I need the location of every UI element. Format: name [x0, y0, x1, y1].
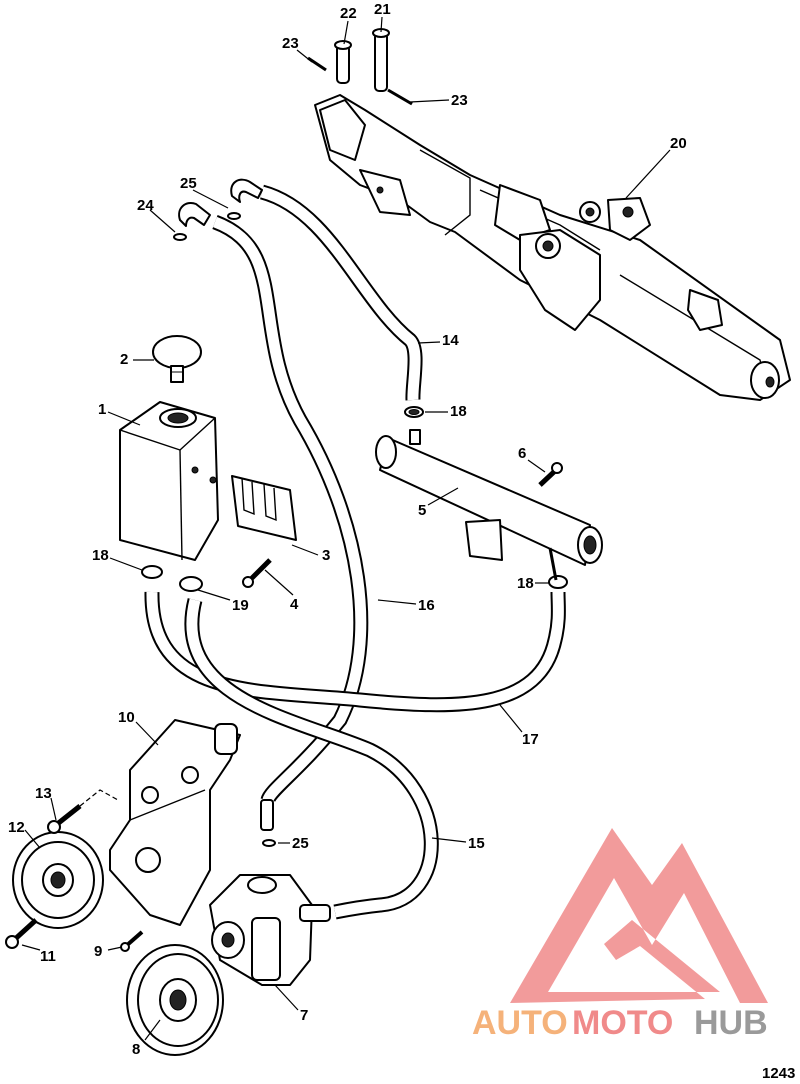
callout-11: 11 [40, 948, 56, 965]
idler-pulley [12, 831, 104, 929]
callout-18: 18 [450, 403, 467, 420]
callouts: 22 21 23 23 20 25 24 14 2 18 1 6 5 3 18 … [8, 1, 687, 1058]
callout-7: 7 [300, 1007, 308, 1024]
hose-fitting-25-lower [260, 799, 276, 847]
callout-15: 15 [468, 835, 485, 852]
callout-4: 4 [290, 596, 299, 613]
cotter-pin-23b [387, 88, 413, 106]
callout-23: 23 [451, 92, 468, 109]
clamp-18-left [141, 565, 163, 579]
screw-6 [538, 462, 563, 487]
clamp-18-right [548, 575, 568, 589]
bolt-13 [47, 804, 82, 834]
callout-22: 22 [340, 5, 357, 22]
hose-fitting-24 [173, 202, 211, 241]
callout-5: 5 [418, 502, 426, 519]
callout-25: 25 [292, 835, 309, 852]
steering-cylinder [314, 94, 791, 401]
callout-24: 24 [137, 197, 154, 214]
logo-text-hub: HUB [694, 1004, 768, 1042]
callout-21: 21 [374, 1, 391, 18]
reservoir-bracket [231, 475, 297, 541]
hose-15 [184, 598, 439, 920]
automotohub-logo [510, 828, 768, 1003]
callout-14: 14 [442, 332, 459, 349]
leader-lines [21, 16, 671, 1041]
logo-text-auto: AUTO [472, 1004, 568, 1042]
callout-18: 18 [92, 547, 109, 564]
power-steering-pump [209, 874, 331, 986]
pivot-pin-21 [372, 28, 390, 92]
callout-3: 3 [322, 547, 330, 564]
reservoir [119, 401, 219, 561]
figure-number: 1243 [762, 1065, 795, 1082]
hose-14 [259, 184, 423, 401]
callout-19: 19 [232, 597, 249, 614]
hose-17 [144, 591, 566, 713]
screw-4 [242, 558, 272, 588]
callout-2: 2 [120, 351, 128, 368]
callout-6: 6 [518, 445, 526, 462]
callout-23: 23 [282, 35, 299, 52]
callout-18: 18 [517, 575, 534, 592]
clamp-18-upper [404, 406, 424, 418]
clamp-19 [179, 576, 203, 592]
callout-13: 13 [35, 785, 52, 802]
pump-bracket [109, 719, 241, 926]
reservoir-cap [152, 335, 202, 383]
pump-pulley [126, 944, 224, 1056]
callout-17: 17 [522, 731, 539, 748]
callout-10: 10 [118, 709, 135, 726]
logo-text-moto: MOTO [572, 1004, 673, 1042]
callout-9: 9 [94, 943, 102, 960]
hose-fitting-25-top [227, 178, 263, 220]
callout-25: 25 [180, 175, 197, 192]
oil-cooler [375, 429, 603, 581]
pivot-pin-22 [334, 40, 352, 84]
hose-16 [212, 214, 369, 803]
bolt-11 [5, 918, 38, 949]
screw-9 [120, 930, 144, 952]
callout-20: 20 [670, 135, 687, 152]
callout-8: 8 [132, 1041, 140, 1058]
callout-16: 16 [418, 597, 435, 614]
cotter-pin-23a [307, 56, 327, 72]
callout-12: 12 [8, 819, 25, 836]
callout-1: 1 [98, 401, 106, 418]
